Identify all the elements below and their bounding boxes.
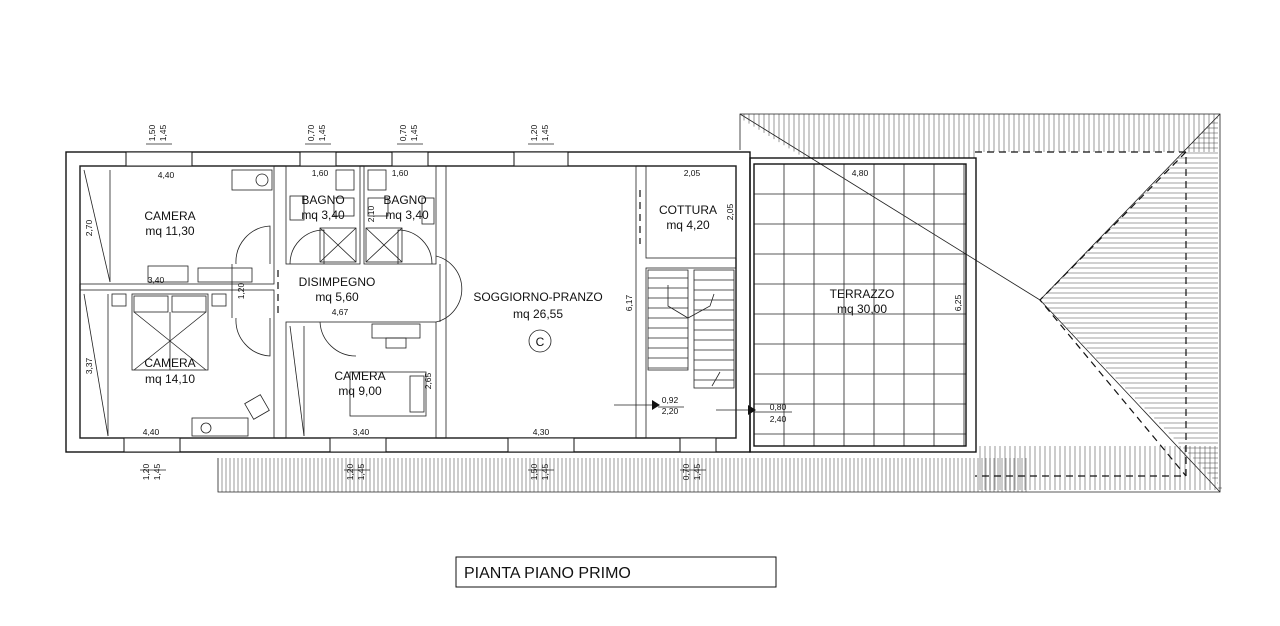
title-block: PIANTA PIANO PRIMO [455, 556, 777, 588]
dim-bagno1-width: 1,60 [312, 168, 329, 178]
plan-title: PIANTA PIANO PRIMO [464, 565, 631, 582]
room-labels: CAMERA mq 11,30 CAMERA mq 14,10 BAGNO mq… [144, 193, 894, 398]
win-top-3-a: 0,70 [398, 124, 408, 141]
win-bottom-1-a: 1,20 [141, 463, 151, 480]
door-dims: 0,92 2,20 0,80 2,40 [662, 395, 787, 424]
win-bottom-3-a: 1,50 [529, 463, 539, 480]
dim-disimpegno-length: 4,67 [332, 307, 349, 317]
camera1-area: mq 11,30 [145, 224, 194, 238]
cottura-area: mq 4,20 [666, 218, 710, 232]
dim-camera2-depth: 3,37 [84, 357, 94, 374]
door-arrows [614, 400, 792, 415]
win-top-4-b: 1,45 [540, 124, 550, 141]
roof-hatching [221, 114, 1222, 492]
camera3-area: mq 9,00 [338, 384, 382, 398]
dim-terrazzo-width: 4,80 [852, 168, 869, 178]
soggiorno-name: SOGGIORNO-PRANZO [473, 290, 602, 304]
camera2-area: mq 14,10 [145, 372, 195, 386]
dim-camera3-depth: 2,65 [423, 372, 433, 389]
win-bottom-4-a: 0,70 [681, 463, 691, 480]
win-top-1-b: 1,45 [158, 124, 168, 141]
dim-bagno2-width: 1,60 [392, 168, 409, 178]
room-dimensions: 4,40 2,70 3,40 3,37 4,40 1,60 1,60 2,10 … [84, 168, 963, 437]
dim-camera2-width: 4,40 [143, 427, 160, 437]
compass-circle [528, 329, 552, 353]
camera2-name: CAMERA [144, 356, 195, 370]
dim-terrazzo-depth: 6,25 [953, 294, 963, 311]
win-top-4-a: 1,20 [529, 124, 539, 141]
door-1-b: 2,20 [662, 406, 679, 416]
door-2-b: 2,40 [770, 414, 787, 424]
win-bottom-2-b: 1,45 [356, 463, 366, 480]
disimpegno-area: mq 5,60 [315, 290, 359, 304]
dim-cottura-depth: 2,05 [725, 203, 735, 220]
dim-camera3-width: 3,40 [353, 427, 370, 437]
win-bottom-2-a: 1,20 [345, 463, 355, 480]
dim-soggiorno-width: 4,30 [533, 427, 550, 437]
bagno1-name: BAGNO [301, 193, 344, 207]
interior-walls [79, 165, 737, 439]
dim-camera1-depth: 2,70 [84, 219, 94, 236]
cottura-name: COTTURA [659, 203, 717, 217]
win-top-3-b: 1,45 [409, 124, 419, 141]
staircase [647, 269, 735, 389]
camera3-name: CAMERA [334, 369, 385, 383]
bagno2-name: BAGNO [383, 193, 426, 207]
terrazzo-name: TERRAZZO [830, 287, 895, 301]
dim-disimpegno-width: 1,20 [236, 282, 246, 299]
dim-bagno2-depth: 2,10 [366, 205, 376, 222]
door-2-a: 0,80 [770, 402, 787, 412]
camera1-name: CAMERA [144, 209, 195, 223]
window-dims-top: 1,50 1,45 0,70 1,45 0,70 1,45 1,20 1,45 [146, 124, 554, 145]
window-dims-bottom: 1,20 1,45 1,20 1,45 1,50 1,45 0,70 1,45 [140, 463, 706, 480]
dim-camera1-width: 4,40 [158, 170, 175, 180]
win-top-2-b: 1,45 [317, 124, 327, 141]
dim-camera1-inner: 3,40 [148, 275, 165, 285]
win-bottom-3-b: 1,45 [540, 463, 550, 480]
soggiorno-area: mq 26,55 [513, 307, 563, 321]
disimpegno-name: DISIMPEGNO [299, 275, 376, 289]
dim-soggiorno-depth: 6,17 [624, 294, 634, 311]
bagno1-area: mq 3,40 [301, 208, 345, 222]
bagno2-area: mq 3,40 [385, 208, 429, 222]
door-1-a: 0,92 [662, 395, 679, 405]
dim-cottura-width: 2,05 [684, 168, 701, 178]
win-bottom-4-b: 1,45 [692, 463, 702, 480]
roof-overhang-dashed [975, 151, 1187, 477]
roof-outline [217, 113, 1221, 493]
furniture [111, 169, 552, 437]
win-top-1-a: 1,50 [147, 124, 157, 141]
compass-letter: C [536, 335, 545, 349]
win-bottom-1-b: 1,45 [152, 463, 162, 480]
terrazzo-area: mq 30,00 [837, 302, 887, 316]
wardrobes [83, 169, 305, 437]
win-top-2-a: 0,70 [306, 124, 316, 141]
